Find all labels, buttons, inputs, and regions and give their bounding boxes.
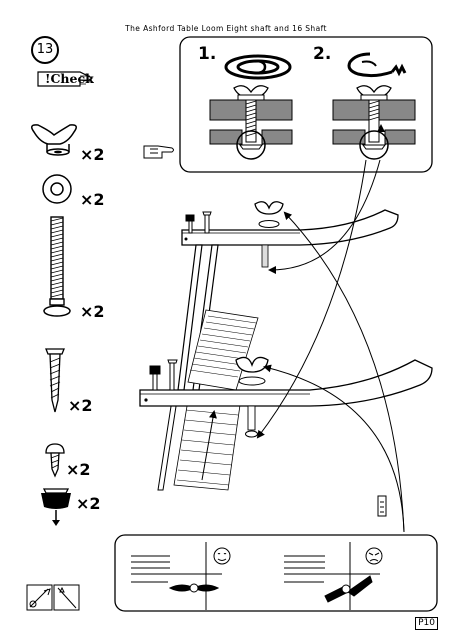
bolt-qty: ×2 xyxy=(80,302,105,321)
tools-icon xyxy=(26,584,80,611)
wing-nut-icon xyxy=(31,124,77,156)
check-hand-icon: !Check xyxy=(36,68,94,89)
detail-step-2-label: 2. xyxy=(313,44,332,64)
warp-slats xyxy=(173,309,259,491)
rubber-foot-icon xyxy=(41,488,71,526)
check-label: !Check xyxy=(45,71,94,86)
page-number: P10 xyxy=(415,617,438,630)
lower-beam xyxy=(139,359,433,407)
detail-step-1-label: 1. xyxy=(198,44,217,64)
step-number: 13 xyxy=(31,36,59,64)
cross-section-1 xyxy=(209,85,293,160)
frown-face-icon xyxy=(365,547,383,565)
wood-screw-qty: ×2 xyxy=(68,396,93,415)
wood-screw-icon xyxy=(45,348,65,413)
wing-nut-qty: ×2 xyxy=(80,145,105,164)
pointing-hand-icon xyxy=(143,145,174,159)
smiley-face-icon xyxy=(213,547,231,565)
rubber-foot-qty: ×2 xyxy=(76,494,101,513)
short-screw-icon xyxy=(45,443,65,478)
rotate-clockwise-icon xyxy=(224,54,292,80)
bolt-icon xyxy=(43,216,71,317)
short-screw-qty: ×2 xyxy=(66,460,91,479)
pointing-hand-icon xyxy=(377,495,387,517)
correct-incorrect-panel xyxy=(114,534,438,612)
washer-icon xyxy=(42,174,72,204)
cross-section-2 xyxy=(332,85,416,160)
upper-beam xyxy=(181,209,399,246)
page-header: The Ashford Table Loom Eight shaft and 1… xyxy=(125,24,327,33)
washer-qty: ×2 xyxy=(80,190,105,209)
rotate-tighten-icon xyxy=(347,52,407,78)
